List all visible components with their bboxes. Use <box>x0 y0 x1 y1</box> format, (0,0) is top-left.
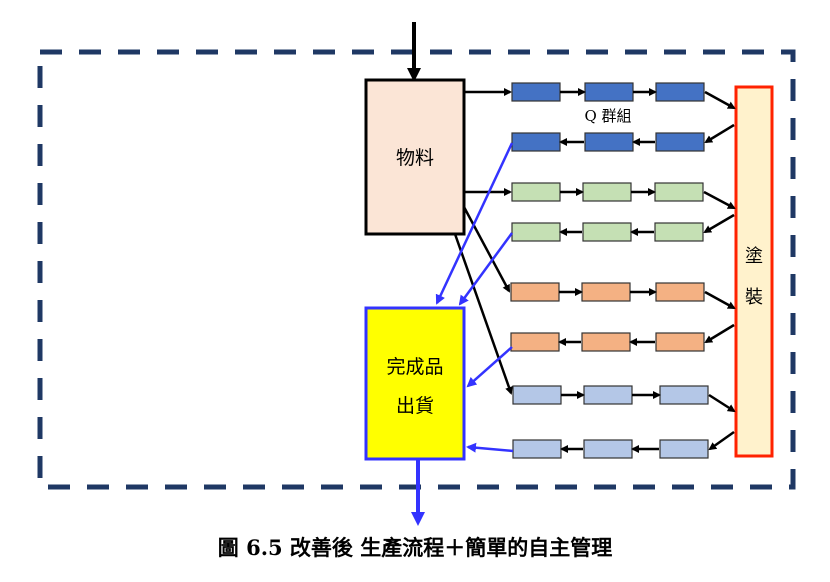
station-blue-forward-2 <box>584 82 634 102</box>
station-orange-return-2 <box>581 332 631 352</box>
station-blue-forward-3 <box>655 82 705 102</box>
figure-caption: 圖 6.5 改善後 生產流程＋簡單的自主管理 <box>218 535 612 560</box>
blue-to-finished-arrow <box>435 142 514 305</box>
painting-box <box>734 85 774 458</box>
green-to-finished-arrow <box>458 232 514 306</box>
station-green-return-2 <box>582 222 632 242</box>
station-lightblue-return-3 <box>659 439 709 459</box>
lanes <box>435 82 736 459</box>
station-orange-return-1 <box>510 332 560 352</box>
materials-to-orange-arrow <box>462 206 511 293</box>
painting-label-line2: 裝 <box>745 287 763 308</box>
station-green-return-1 <box>511 222 561 242</box>
lightblue-to-finished-arrow <box>466 442 514 453</box>
finished-goods-box <box>364 306 466 461</box>
station-lightblue-forward-1 <box>512 385 562 405</box>
finished-goods-label-line1: 完成品 <box>386 356 443 378</box>
from-painting-arrow <box>704 323 735 344</box>
station-lightblue-return-2 <box>583 439 633 459</box>
q-group-label: Q 群組 <box>584 107 631 125</box>
to-painting-arrow <box>708 393 736 413</box>
from-painting-arrow <box>704 123 735 144</box>
station-lightblue-forward-2 <box>583 385 633 405</box>
materials-box <box>364 78 466 236</box>
station-lightblue-return-1 <box>512 439 562 459</box>
station-blue-forward-1 <box>511 82 561 102</box>
to-painting-arrow <box>703 190 736 210</box>
from-painting-arrow <box>703 213 735 234</box>
painting-label-line1: 塗 <box>745 245 763 267</box>
station-blue-return-1 <box>511 132 561 152</box>
station-lightblue-forward-3 <box>659 385 709 405</box>
station-green-forward-3 <box>654 182 704 202</box>
station-blue-return-2 <box>584 132 634 152</box>
materials-to-lightblue-arrow <box>453 233 513 395</box>
station-blue-return-3 <box>655 132 705 152</box>
station-orange-forward-1 <box>510 282 560 302</box>
to-painting-arrow <box>704 290 736 310</box>
station-orange-forward-2 <box>581 282 631 302</box>
orange-to-finished-arrow <box>466 346 513 388</box>
station-green-forward-1 <box>511 182 561 202</box>
station-green-return-3 <box>654 222 704 242</box>
to-painting-arrow <box>704 90 736 110</box>
materials-label: 物料 <box>396 147 434 169</box>
station-orange-forward-3 <box>655 282 705 302</box>
finished-goods-label-line2: 出貨 <box>396 395 434 417</box>
station-green-forward-2 <box>582 182 632 202</box>
station-orange-return-3 <box>655 332 705 352</box>
from-painting-arrow <box>708 430 735 451</box>
